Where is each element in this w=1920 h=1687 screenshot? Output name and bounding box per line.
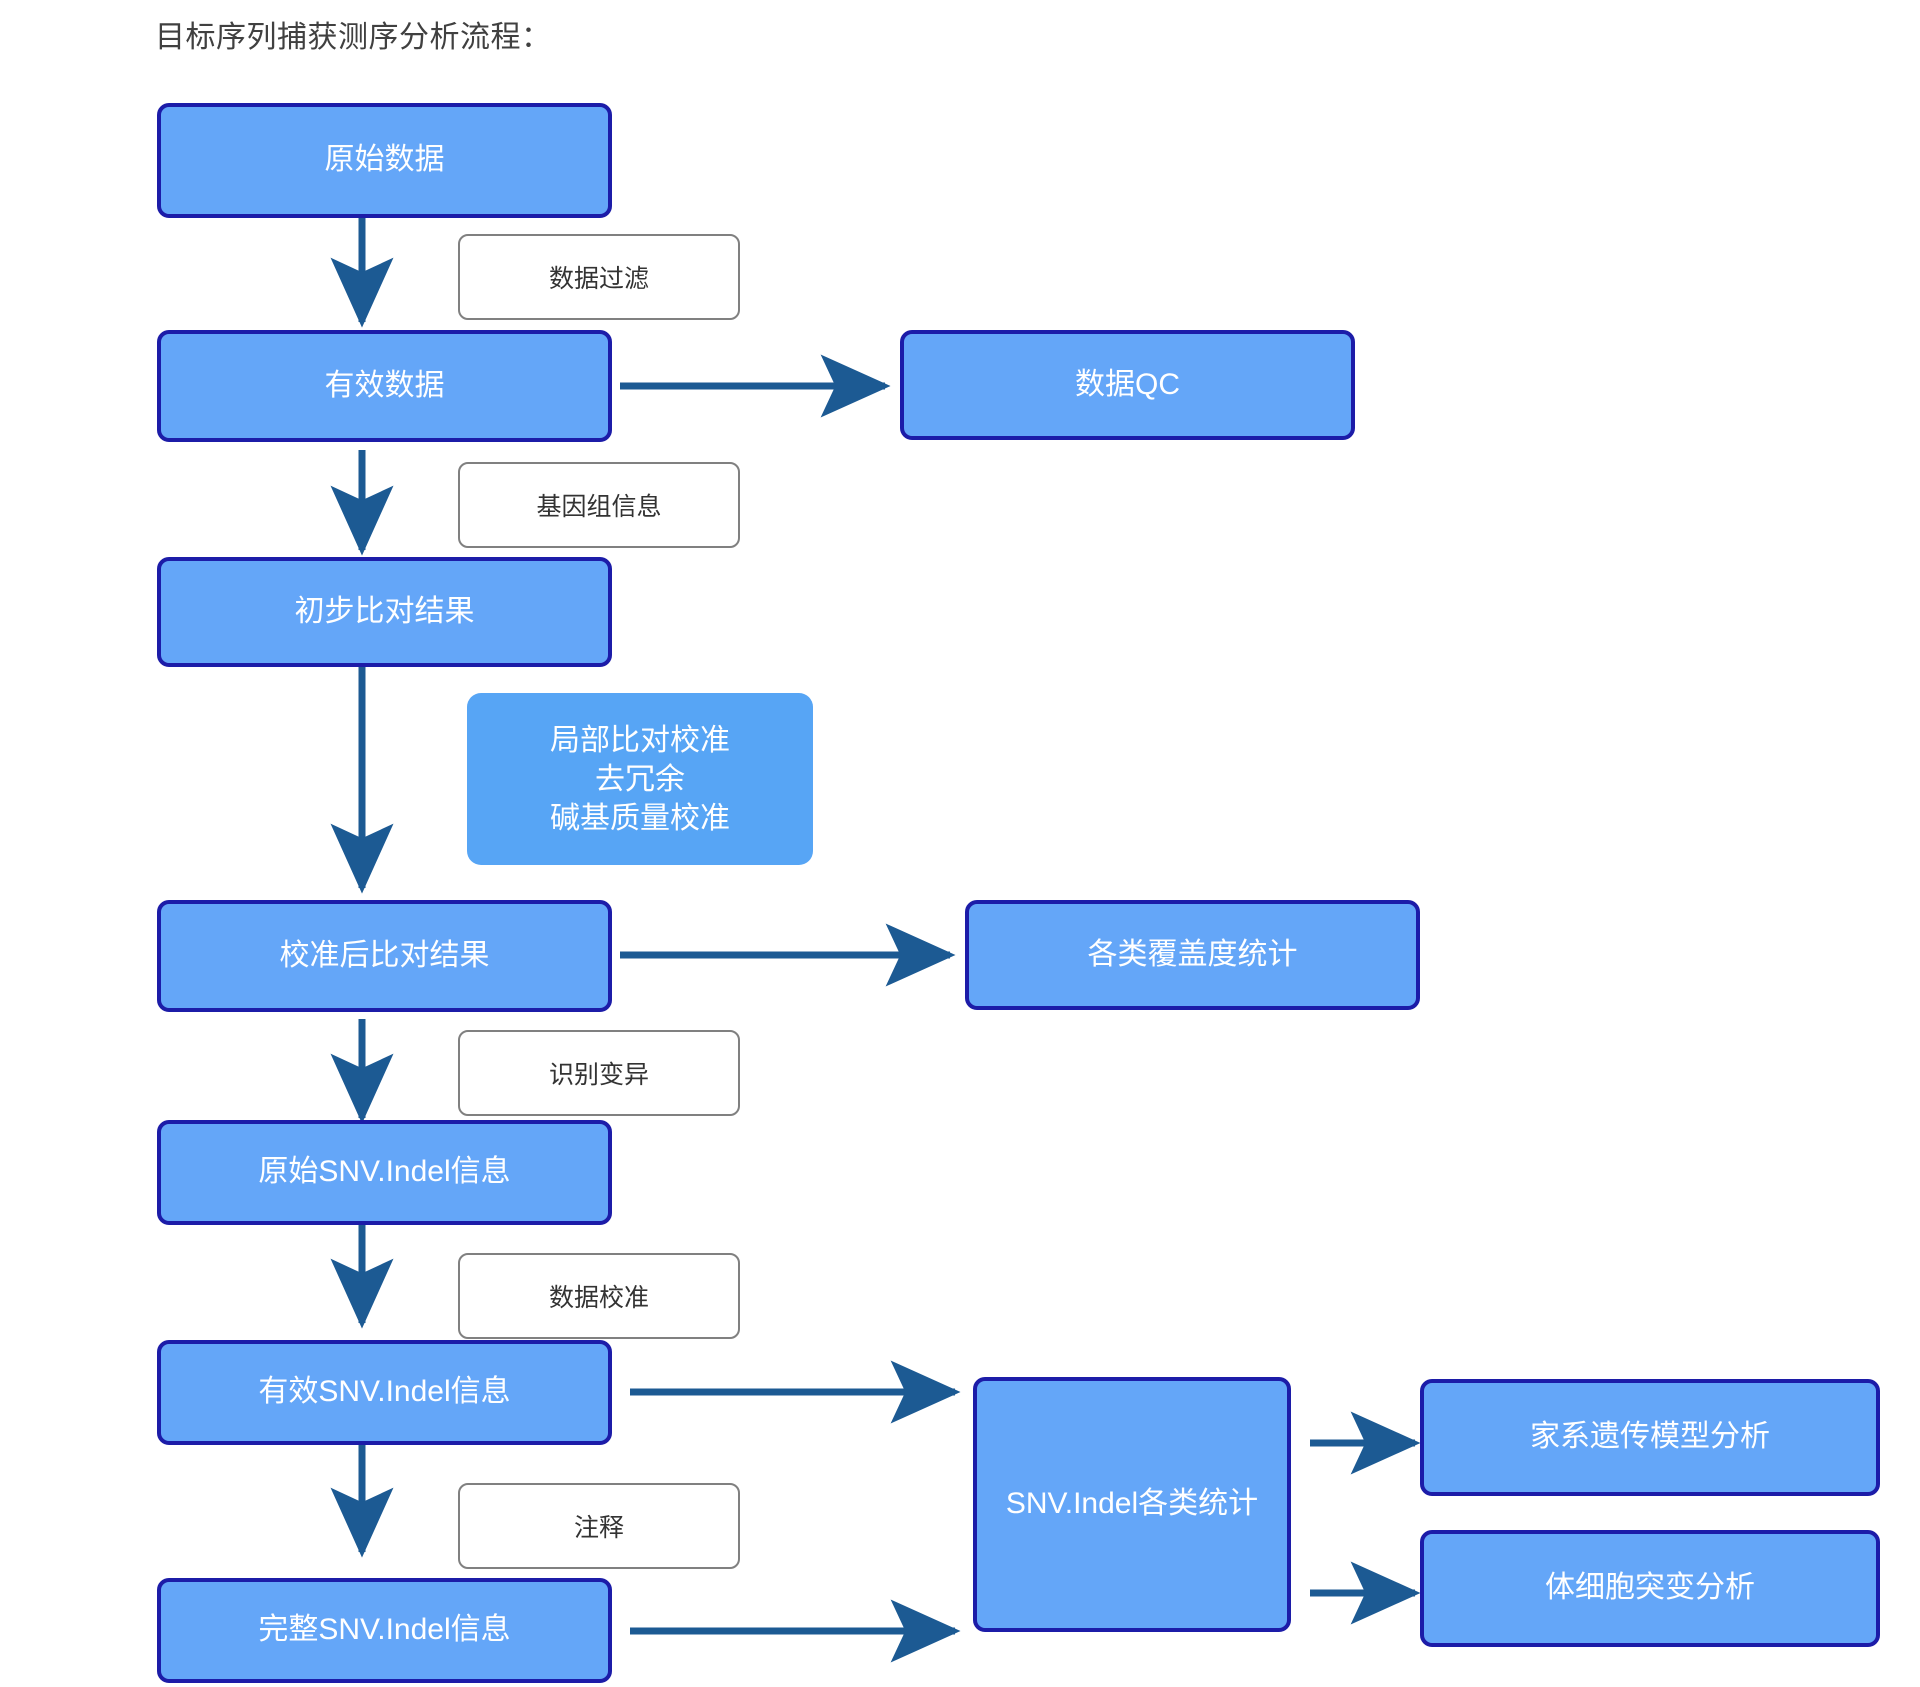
node-valid-data[interactable]: 有效数据 — [157, 330, 612, 442]
node-raw-snv-label: 原始SNV.Indel信息 — [258, 1155, 511, 1189]
node-valid-snv[interactable]: 有效SNV.Indel信息 — [157, 1340, 612, 1445]
node-recal-alignment-label: 校准后比对结果 — [279, 938, 490, 972]
edge-label-data-recal[interactable]: 数据校准 — [458, 1253, 740, 1339]
node-valid-snv-label: 有效SNV.Indel信息 — [258, 1375, 511, 1409]
node-initial-alignment-label: 初步比对结果 — [294, 594, 475, 628]
node-full-snv[interactable]: 完整SNV.Indel信息 — [157, 1578, 612, 1683]
node-data-qc[interactable]: 数据QC — [900, 330, 1355, 440]
edge-label-filter-text: 数据过滤 — [548, 265, 649, 293]
node-somatic-analysis-label: 体细胞突变分析 — [1545, 1571, 1755, 1605]
edge-label-annotate[interactable]: 注释 — [458, 1483, 740, 1569]
node-pedigree-analysis[interactable]: 家系遗传模型分析 — [1420, 1379, 1880, 1496]
edge-label-genome-info-text: 基因组信息 — [536, 493, 662, 521]
edge-label-data-recal-text: 数据校准 — [548, 1284, 649, 1312]
node-raw-data[interactable]: 原始数据 — [157, 103, 612, 218]
page-title: 目标序列捕获测序分析流程： — [155, 21, 552, 54]
edge-label-call-variant[interactable]: 识别变异 — [458, 1030, 740, 1116]
node-realign-note[interactable]: 局部比对校准 去冗余 碱基质量校准 — [467, 693, 813, 865]
node-raw-data-label: 原始数据 — [324, 143, 445, 177]
node-pedigree-analysis-label: 家系遗传模型分析 — [1530, 1420, 1770, 1454]
node-somatic-analysis[interactable]: 体细胞突变分析 — [1420, 1530, 1880, 1647]
node-full-snv-label: 完整SNV.Indel信息 — [258, 1613, 511, 1647]
edge-label-annotate-text: 注释 — [573, 1514, 624, 1542]
node-raw-snv[interactable]: 原始SNV.Indel信息 — [157, 1120, 612, 1225]
node-data-qc-label: 数据QC — [1075, 367, 1180, 401]
node-snv-stats-label: SNV.Indel各类统计 — [1005, 1487, 1259, 1521]
node-snv-stats[interactable]: SNV.Indel各类统计 — [973, 1377, 1291, 1632]
edge-label-genome-info[interactable]: 基因组信息 — [458, 462, 740, 548]
node-recal-alignment[interactable]: 校准后比对结果 — [157, 900, 612, 1012]
node-coverage-stats[interactable]: 各类覆盖度统计 — [965, 900, 1420, 1010]
node-realign-note-label: 局部比对校准 去冗余 碱基质量校准 — [550, 723, 730, 835]
node-valid-data-label: 有效数据 — [324, 368, 445, 402]
node-coverage-stats-label: 各类覆盖度统计 — [1087, 937, 1298, 971]
node-initial-alignment[interactable]: 初步比对结果 — [157, 557, 612, 667]
edge-label-filter[interactable]: 数据过滤 — [458, 234, 740, 320]
edge-label-call-variant-text: 识别变异 — [548, 1061, 649, 1089]
